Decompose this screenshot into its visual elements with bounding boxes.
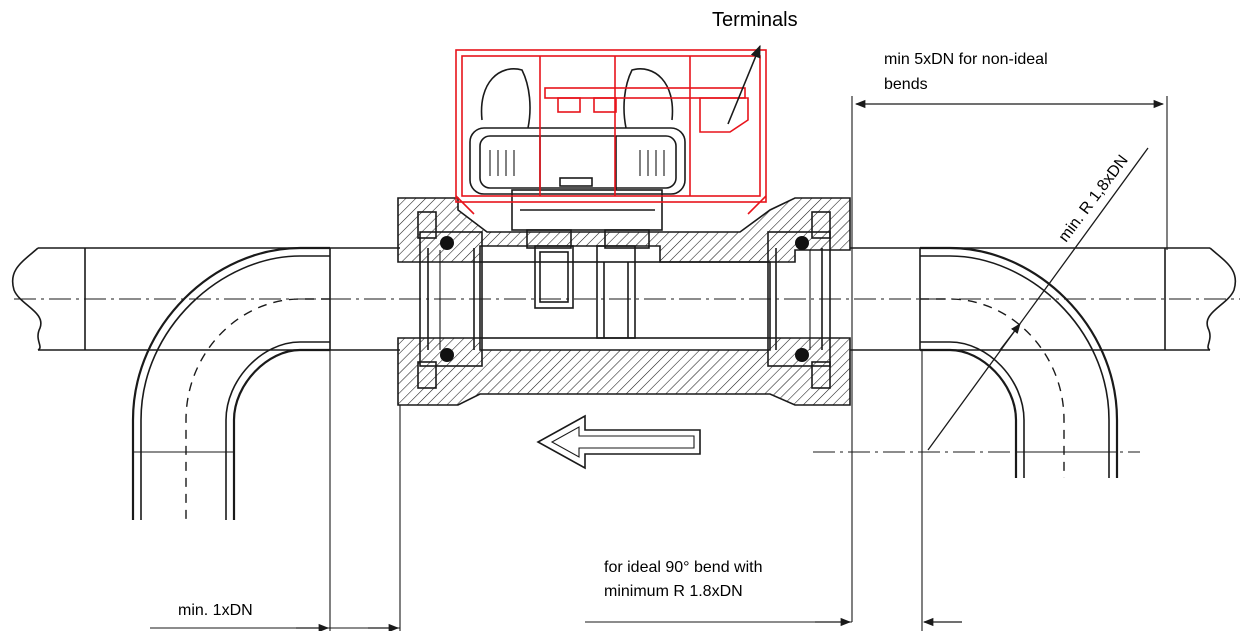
ideal-bend-label-line1: for ideal 90° bend with: [604, 559, 763, 576]
o-ring-seal-icon: [440, 236, 454, 250]
flow-direction-arrow-icon: [536, 414, 701, 470]
centerlines: [14, 298, 1240, 453]
dimension-non-ideal-bends: [851, 96, 1168, 622]
meter-body: [397, 68, 851, 406]
right-pipe-assembly: [850, 246, 1237, 478]
non-ideal-bends-label-line2: bends: [884, 76, 928, 93]
ideal-bend-label-line2: minimum R 1.8xDN: [604, 583, 743, 600]
dimension-ideal-bend: [585, 350, 962, 631]
terminal-box: [455, 49, 767, 215]
min-inlet-label: min. 1xDN: [178, 602, 253, 619]
radius-label: min. R 1,8xDN: [1056, 152, 1132, 245]
dimension-min-inlet: [150, 350, 401, 631]
o-ring-seal-icon: [795, 348, 809, 362]
non-ideal-bends-label-line1: min 5xDN for non-ideal: [884, 51, 1048, 68]
o-ring-seal-icon: [795, 236, 809, 250]
dimension-radius: [927, 147, 1149, 451]
terminals-leader: [727, 44, 761, 125]
terminals-label: Terminals: [712, 9, 798, 31]
o-ring-seal-icon: [440, 348, 454, 362]
left-pipe-assembly: [11, 246, 400, 520]
